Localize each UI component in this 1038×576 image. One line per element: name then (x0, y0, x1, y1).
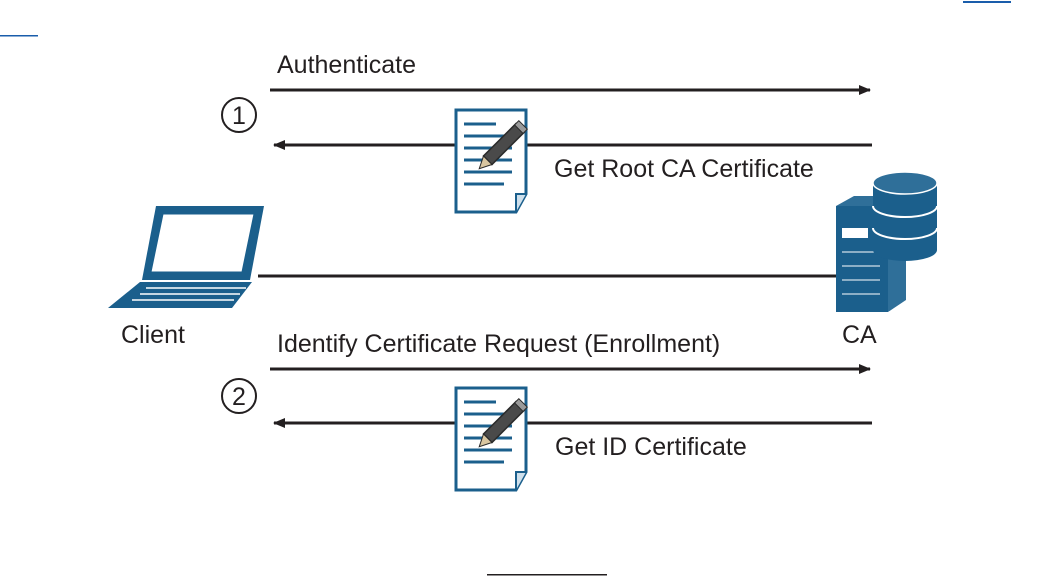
bottom-link-underline-visible[interactable] (487, 574, 607, 576)
certificate-document-icon (454, 108, 529, 214)
step-2-group: 2 Identify Certificate Request (Enrollme… (221, 330, 872, 492)
server-database-icon (836, 171, 938, 312)
pencil-icon (478, 119, 529, 170)
laptop-icon (108, 206, 264, 308)
top-left-link-underline[interactable] (0, 35, 38, 37)
pencil-icon (478, 397, 529, 448)
root-ca-certificate-label: Get Root CA Certificate (554, 155, 814, 183)
authenticate-label: Authenticate (277, 51, 416, 79)
step-2-number: 2 (232, 383, 246, 411)
id-certificate-label: Get ID Certificate (555, 433, 747, 461)
step-1-number: 1 (232, 102, 246, 130)
client-label: Client (121, 321, 185, 349)
top-right-link-underline[interactable] (963, 1, 1011, 3)
step-1-group: 1 Authenticate Get Root CA Certificate (221, 51, 872, 214)
step-1-circle (221, 97, 257, 133)
enrollment-request-label: Identify Certificate Request (Enrollment… (277, 330, 720, 358)
certificate-document-icon (454, 386, 529, 492)
ca-label: CA (842, 321, 877, 349)
step-2-circle (221, 378, 257, 414)
